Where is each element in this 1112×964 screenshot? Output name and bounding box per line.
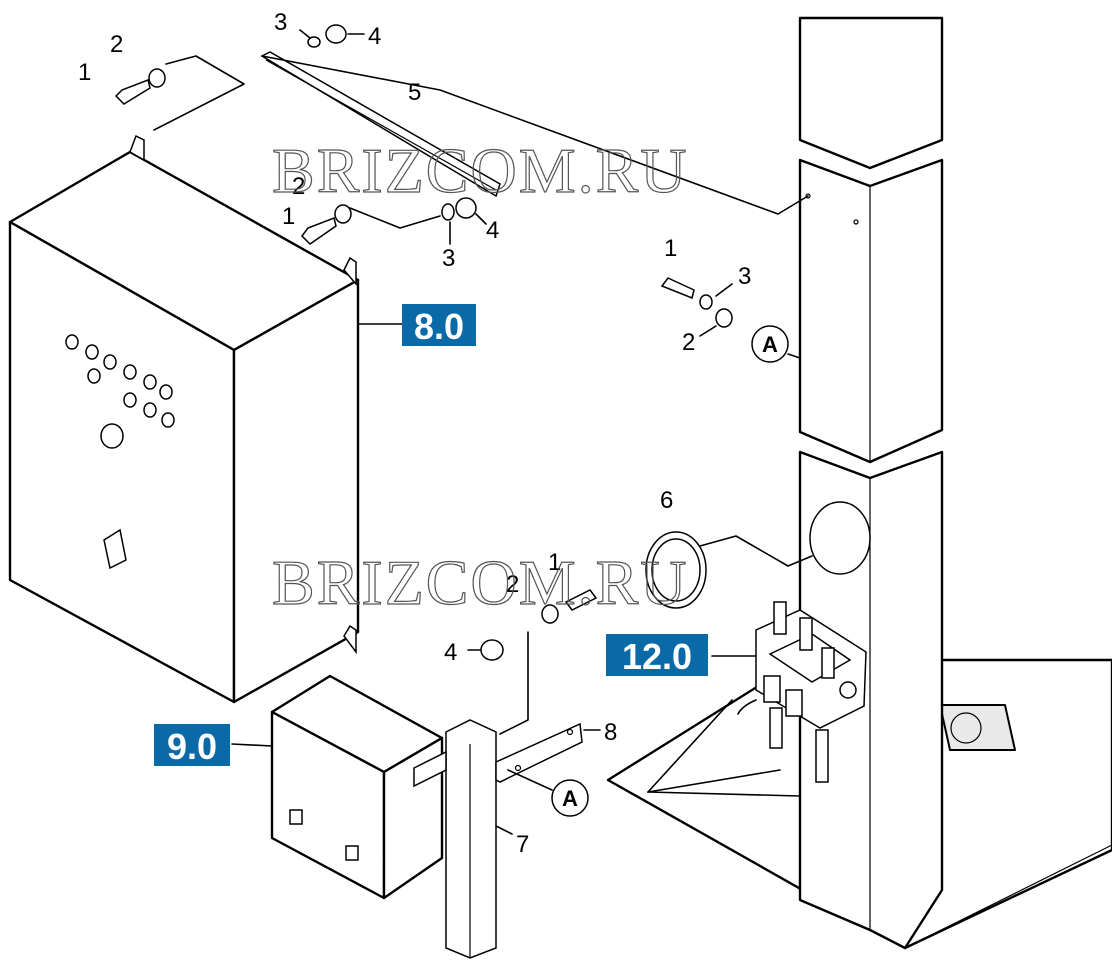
knob-icon (65, 334, 175, 570)
label-part-2: 2 (110, 31, 123, 58)
leader-lines (153, 29, 813, 835)
label-part-3: 3 (442, 245, 455, 272)
label-part-2: 2 (506, 571, 519, 598)
svg-text:12.0: 12.0 (622, 636, 692, 677)
callout-a-upper: A (751, 325, 789, 363)
part-numbers: 1 2 3 4 5 2 1 4 3 1 3 2 6 1 2 4 8 7 (78, 9, 751, 858)
label-part-4: 4 (444, 639, 457, 666)
label-part-3: 3 (738, 263, 751, 290)
control-box (8, 134, 360, 704)
svg-text:A: A (562, 786, 578, 811)
label-part-1: 1 (78, 59, 91, 86)
label-part-4: 4 (368, 23, 381, 50)
fasteners (114, 24, 733, 661)
bar (260, 51, 501, 198)
label-part-2: 2 (292, 173, 305, 200)
svg-text:8.0: 8.0 (414, 306, 464, 347)
badge-junction-box: 9.0 (154, 724, 230, 767)
callout-a-lower: A (551, 779, 589, 817)
badge-valve-block: 12.0 (606, 634, 708, 677)
label-part-7: 7 (516, 831, 529, 858)
label-part-2: 2 (682, 329, 695, 356)
junction-box (270, 674, 444, 900)
label-part-6: 6 (660, 487, 673, 514)
badge-control-box: 8.0 (402, 304, 476, 347)
label-part-4: 4 (486, 217, 499, 244)
gasket-ring (645, 531, 707, 609)
svg-text:9.0: 9.0 (167, 726, 217, 767)
label-part-3: 3 (274, 9, 287, 36)
label-part-1: 1 (282, 203, 295, 230)
svg-text:BRIZCOM.RU: BRIZCOM.RU (272, 135, 689, 206)
label-part-8: 8 (604, 719, 617, 746)
post (413, 719, 583, 959)
column (798, 16, 944, 950)
label-part-5: 5 (408, 79, 421, 106)
label-part-1: 1 (548, 549, 561, 576)
watermark: BRIZCOM.RU BRIZCOM.RU (271, 134, 689, 618)
valve-block (737, 601, 867, 783)
svg-text:A: A (762, 332, 778, 357)
svg-text:BRIZCOM.RU: BRIZCOM.RU (272, 547, 689, 618)
label-part-1: 1 (664, 235, 677, 262)
